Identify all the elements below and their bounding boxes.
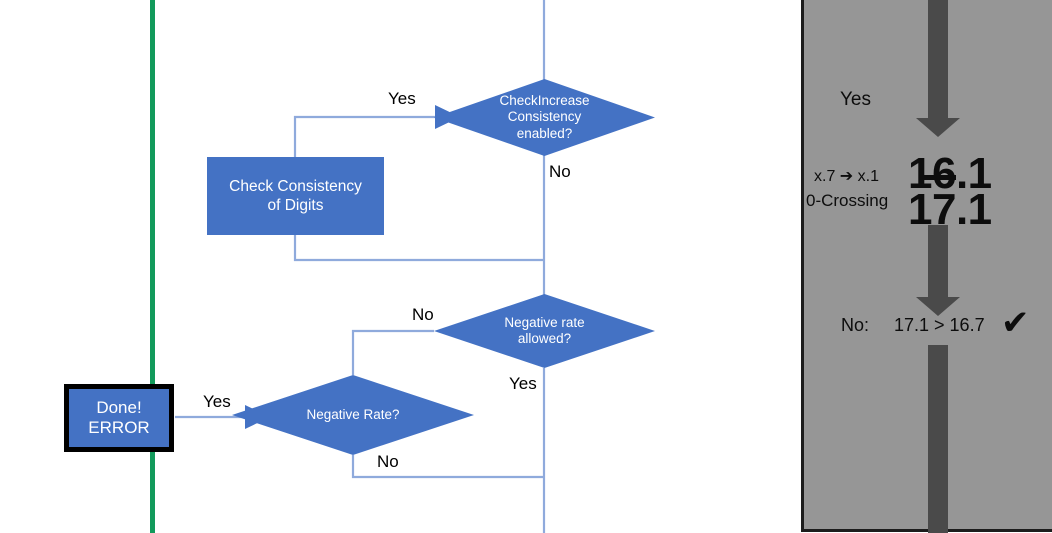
edge-label-negative-rate-no: No	[377, 452, 399, 471]
edge-label-negative-allowed-no: No	[412, 305, 434, 324]
decision-check-increase-line3: enabled?	[516, 125, 573, 141]
strikethrough-mark	[922, 174, 956, 180]
terminal-done-error[interactable]: Done! ERROR	[64, 384, 174, 452]
decision-negative-rate[interactable]: Negative Rate?	[232, 375, 474, 455]
panel-check-icon: ✔	[1001, 304, 1030, 342]
process-line2: of Digits	[267, 197, 324, 214]
decision-check-increase-enabled[interactable]: CheckIncrease Consistency enabled?	[434, 79, 655, 156]
panel-value-result: 17.1	[908, 185, 992, 234]
panel-value-struck-wrap: 16.1	[908, 152, 992, 196]
panel-yes-label: Yes	[840, 89, 871, 110]
panel-rounding-label-line1: x.7 ➔ x.1	[814, 168, 879, 185]
edge-label-check-increase-yes: Yes	[388, 89, 416, 108]
panel-comparison: 17.1 > 16.7	[894, 315, 985, 335]
terminal-line2: ERROR	[88, 418, 150, 437]
green-divider-line	[150, 0, 155, 533]
panel-rounding-label-line2: 0-Crossing	[806, 191, 889, 210]
process-check-consistency-of-digits[interactable]: Check Consistency of Digits	[207, 157, 384, 235]
terminal-line1: Done!	[96, 397, 142, 417]
decision-negative-allowed-line2: allowed?	[517, 331, 572, 346]
decision-check-increase-line1: CheckIncrease	[499, 92, 590, 108]
panel-arrows	[916, 0, 960, 533]
edge-label-check-increase-no: No	[549, 162, 571, 181]
panel-comparison-prefix: No:	[841, 315, 870, 335]
decision-check-increase-line2: Consistency	[507, 109, 582, 125]
decision-negative-allowed-line1: Negative rate	[504, 314, 585, 330]
decision-negative-rate-line1: Negative Rate?	[306, 406, 400, 422]
panel-value-struck: 16.1	[908, 149, 992, 198]
annotation-panel: Yes x.7 ➔ x.1 0-Crossing 16.1 17.1 No: 1…	[801, 0, 1052, 533]
edge-label-negative-allowed-yes: Yes	[509, 374, 537, 393]
decision-negative-rate-allowed[interactable]: Negative rate allowed?	[434, 294, 655, 368]
process-line1: Check Consistency	[229, 177, 362, 195]
edge-label-negative-rate-yes: Yes	[203, 392, 231, 411]
